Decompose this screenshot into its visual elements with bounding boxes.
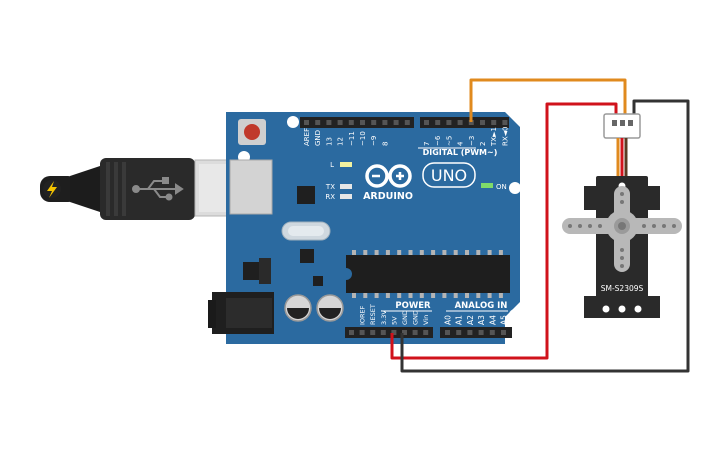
top-pin-label: 7 [423, 142, 431, 146]
top-pin-label: 4 [457, 141, 465, 146]
tx-label: TX [325, 183, 335, 191]
top-pin-label: 2 [479, 142, 487, 146]
top-pin-label: 12 [337, 137, 345, 146]
rx-label: RX [325, 193, 335, 201]
analog-pin-label: A0 [444, 315, 453, 325]
usb-chip [297, 186, 315, 204]
top-pin-label: ~6 [434, 135, 442, 146]
power-pin-label: 5V [390, 316, 398, 325]
top-pin-label: TX►1 [490, 127, 498, 147]
top-pin-label: RX◄0 [501, 127, 509, 147]
rx-led [340, 194, 352, 199]
reset-button[interactable] [238, 119, 266, 145]
digital-header-label: DIGITAL (PWM~) [423, 148, 498, 157]
top-pin-label: ~11 [348, 131, 356, 146]
servo-motor[interactable]: SM-S2309S [562, 113, 682, 318]
l-label: L [330, 161, 334, 169]
analog-pin-label: A4 [488, 315, 497, 325]
atmega-chip [346, 250, 510, 298]
usb-symbol-icon [132, 177, 184, 201]
top-pin-label: 8 [381, 142, 389, 146]
power-analog-header[interactable] [345, 327, 512, 338]
mounting-hole [287, 116, 299, 128]
analog-pin-label: A3 [477, 315, 486, 325]
analog-header-label: ANALOG IN [455, 301, 508, 311]
power-pin-label: IOREF [359, 305, 367, 325]
on-led [481, 183, 493, 188]
model-badge [422, 162, 476, 188]
model-label: UNO [431, 166, 467, 185]
top-pin-label: AREF [303, 128, 311, 146]
mounting-hole [509, 182, 521, 194]
small-chip [300, 249, 314, 263]
mounting-hole [509, 309, 521, 321]
wire-power[interactable] [390, 102, 618, 360]
power-pin-label: GND [412, 310, 420, 325]
wire-signal[interactable] [469, 78, 627, 122]
analog-pin-label: A5 [500, 315, 509, 325]
capacitor [284, 294, 312, 322]
tx-led [340, 184, 352, 189]
power-pin-label: RESET [369, 304, 377, 325]
top-pin-label: ~10 [359, 131, 367, 146]
servo-horn[interactable] [562, 186, 682, 272]
top-pin-label: ~3 [468, 136, 476, 146]
power-header-label: POWER [395, 301, 431, 311]
analog-pin-label: A2 [466, 315, 475, 325]
on-label: ON [496, 183, 507, 191]
analog-pin-label: A1 [455, 315, 464, 325]
top-pin-label: 13 [325, 137, 333, 146]
voltage-regulator [243, 258, 271, 284]
wire-ground[interactable] [400, 99, 690, 373]
servo-model-label: SM-S2309S [601, 284, 644, 293]
power-pin-label: GND [401, 310, 409, 325]
usb-b-socket [229, 159, 273, 215]
dc-power-jack [208, 292, 274, 334]
power-pin-label: 3.3V [380, 310, 388, 325]
top-pin-label: ~5 [445, 136, 453, 146]
lightning-icon [43, 180, 61, 198]
l-led [340, 162, 352, 167]
brand-label: ARDUINO [363, 191, 413, 202]
top-pin-label: GND [314, 130, 322, 146]
capacitor [316, 294, 344, 322]
top-pin-label: ~9 [370, 136, 378, 146]
wires[interactable] [390, 78, 690, 373]
arduino-infinity-logo-icon [365, 164, 412, 188]
digital-header[interactable] [300, 117, 509, 128]
power-pin-label: Vin [422, 315, 430, 325]
